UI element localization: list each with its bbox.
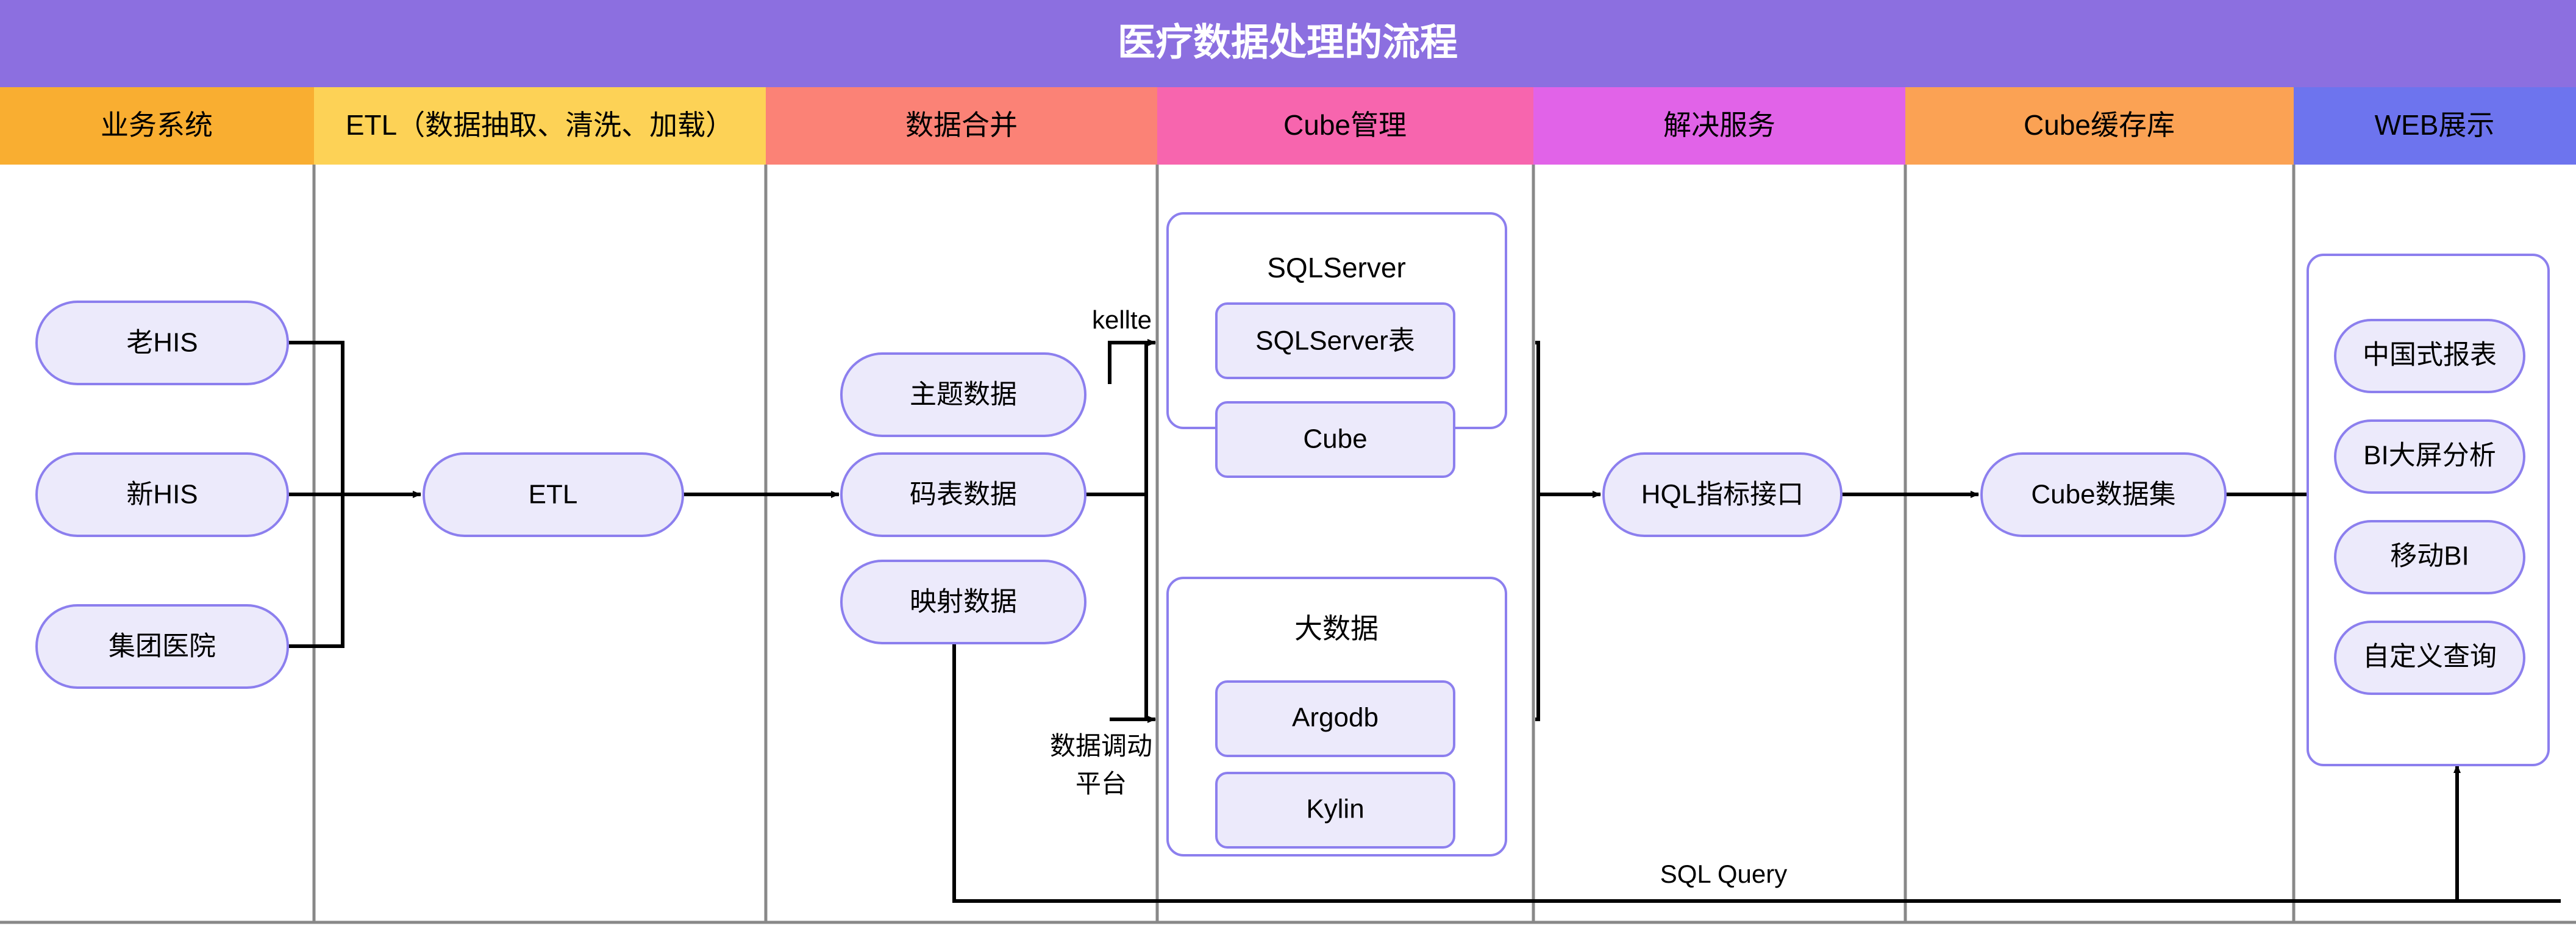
node-bi-dashboard-label: BI大屏分析 bbox=[2363, 441, 2496, 471]
node-map-data[interactable] bbox=[840, 560, 1086, 644]
lane-header-cube[interactable] bbox=[1157, 87, 1533, 165]
lane-body-web: 中国式报表 BI大屏分析 移动BI 自定义查询 bbox=[2307, 254, 2550, 766]
node-etl-label: ETL bbox=[529, 480, 578, 510]
edge-label-sql-query: SQL Query bbox=[1660, 860, 1788, 888]
node-new-his-label: 新HIS bbox=[126, 480, 198, 510]
node-mobile-bi-label: 移动BI bbox=[2390, 541, 2469, 571]
lane-label-cube: Cube管理 bbox=[1283, 109, 1407, 141]
node-mobile-bi[interactable] bbox=[2334, 520, 2525, 594]
node-sqlserver-table[interactable] bbox=[1215, 302, 1455, 379]
edge-label-dispatch-line2: 平台 bbox=[1076, 769, 1127, 798]
edge-label-kellte: kellte bbox=[1092, 305, 1152, 334]
lane-body-cache: Cube数据集 bbox=[1980, 452, 2227, 537]
node-bi-dashboard[interactable] bbox=[2334, 419, 2525, 494]
node-old-his-label: 老HIS bbox=[126, 328, 198, 358]
node-hql-api-label: HQL指标接口 bbox=[1641, 480, 1804, 510]
node-argodb[interactable] bbox=[1215, 680, 1455, 757]
edges-layer bbox=[287, 339, 2561, 903]
node-group-hospital[interactable] bbox=[35, 604, 289, 689]
node-cube-dataset-label: Cube数据集 bbox=[2031, 480, 2175, 510]
lane-header-merge[interactable] bbox=[766, 87, 1157, 165]
lane-header-service[interactable] bbox=[1533, 87, 1905, 165]
edge-cube-outputs-collector bbox=[1535, 341, 1540, 721]
group-bigdata-title: 大数据 bbox=[1294, 613, 1379, 644]
edge-labels-layer: kellte 数据调动 平台 SQL Query bbox=[1050, 305, 1787, 888]
lane-body-etl: ETL bbox=[423, 452, 684, 537]
node-old-his[interactable] bbox=[35, 301, 289, 385]
node-chinese-report[interactable] bbox=[2334, 319, 2525, 393]
lane-header-etl[interactable] bbox=[314, 87, 766, 165]
node-chinese-report-label: 中国式报表 bbox=[2363, 340, 2497, 370]
lane-label-etl: ETL（数据抽取、清洗、加载） bbox=[346, 109, 733, 141]
lane-label-business: 业务系统 bbox=[101, 109, 213, 141]
page-title: 医疗数据处理的流程 bbox=[1118, 21, 1458, 63]
lane-body-merge: 主题数据 码表数据 映射数据 bbox=[840, 352, 1086, 644]
lane-label-service: 解决服务 bbox=[1663, 109, 1775, 141]
node-cube[interactable] bbox=[1215, 401, 1455, 478]
node-topic-data-label: 主题数据 bbox=[910, 380, 1017, 410]
lane-header-cache[interactable] bbox=[1905, 87, 2294, 165]
lane-body-business: 老HIS 新HIS 集团医院 bbox=[35, 301, 289, 689]
node-sqlserver-table-label: SQLServer表 bbox=[1255, 326, 1415, 356]
lane-body-service: HQL指标接口 bbox=[1602, 452, 1843, 537]
lane-header-business[interactable] bbox=[0, 87, 314, 165]
node-code-data[interactable] bbox=[840, 452, 1086, 537]
title-band bbox=[0, 0, 2576, 87]
group-sqlserver-title: SQLServer bbox=[1267, 252, 1406, 283]
node-cube-label: Cube bbox=[1303, 424, 1367, 454]
node-group-hospital-label: 集团医院 bbox=[109, 632, 216, 661]
node-topic-data[interactable] bbox=[840, 352, 1086, 437]
edge-map-data-bottom-rail bbox=[952, 623, 2561, 903]
lane-label-web: WEB展示 bbox=[2375, 109, 2495, 141]
node-argodb-label: Argodb bbox=[1292, 703, 1379, 733]
node-cube-dataset[interactable] bbox=[1980, 452, 2227, 537]
lane-label-cache: Cube缓存库 bbox=[2024, 109, 2175, 141]
node-kylin-label: Kylin bbox=[1306, 794, 1364, 824]
lane-body-cube: SQLServer SQLServer表 Cube 大数据 Argodb Kyl… bbox=[1166, 212, 1507, 857]
node-custom-query[interactable] bbox=[2334, 621, 2525, 695]
node-custom-query-label: 自定义查询 bbox=[2363, 642, 2497, 672]
lane-label-merge: 数据合并 bbox=[905, 109, 1018, 141]
lane-header-web[interactable] bbox=[2294, 87, 2576, 165]
node-etl[interactable] bbox=[423, 452, 684, 537]
diagram-title-banner: 医疗数据处理的流程 bbox=[0, 0, 2576, 87]
node-new-his[interactable] bbox=[35, 452, 289, 537]
lane-dividers bbox=[0, 165, 2576, 924]
lane-header-row: 业务系统 ETL（数据抽取、清洗、加载） 数据合并 Cube管理 解决服务 Cu… bbox=[0, 87, 2576, 165]
node-map-data-label: 映射数据 bbox=[910, 587, 1017, 617]
node-kylin[interactable] bbox=[1215, 772, 1455, 849]
node-hql-api[interactable] bbox=[1602, 452, 1843, 537]
edge-label-dispatch-line1: 数据调动 bbox=[1050, 732, 1152, 760]
node-code-data-label: 码表数据 bbox=[910, 480, 1017, 510]
